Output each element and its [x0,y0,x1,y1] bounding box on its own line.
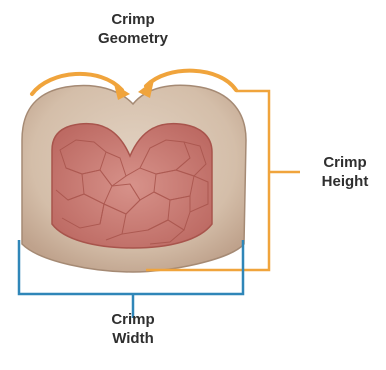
crimp-height-label-line2: Height [305,172,385,191]
crimp-height-label-line1: Crimp [305,153,385,172]
crimp-width-label-line2: Width [88,329,178,348]
crimp-geometry-label-line1: Crimp [83,10,183,29]
crimp-width-label-line1: Crimp [88,310,178,329]
crimp-width-label: Crimp Width [88,310,178,348]
crimp-geometry-label: Crimp Geometry [83,10,183,48]
crimp-height-label: Crimp Height [305,153,385,191]
crimp-geometry-label-line2: Geometry [83,29,183,48]
